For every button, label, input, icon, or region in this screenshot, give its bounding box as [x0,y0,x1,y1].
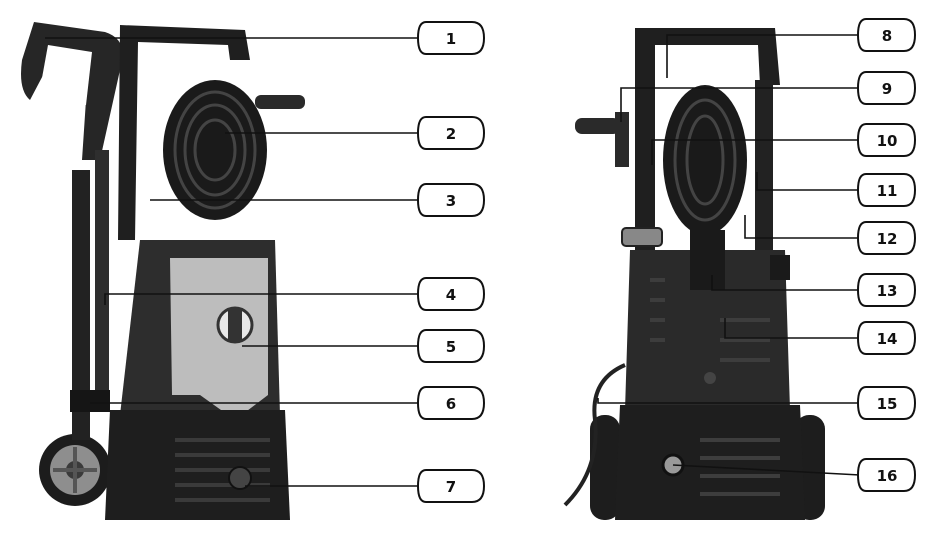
water-inlet [228,466,252,490]
callout-label: 7 [446,478,456,496]
callout-12: 12 [856,221,917,255]
callout-label: 15 [877,395,898,413]
back-base [615,405,805,520]
callout-11: 11 [856,173,917,207]
callout-label: 4 [446,286,456,304]
gun-clip [70,390,110,412]
callouts-back: 8 9 10 11 12 13 14 15 [856,18,917,492]
callout-9: 9 [856,71,917,105]
callout-8: 8 [856,18,917,52]
callout-5: 5 [416,329,486,363]
callout-label: 12 [877,230,898,248]
main-handle [118,25,250,240]
callout-label: 5 [446,338,456,356]
callout-label: 10 [877,132,898,150]
back-hose-reel [663,85,747,235]
callout-label: 3 [446,192,456,210]
front-rear-pole [72,170,90,440]
nozzle-holder [621,227,663,247]
callout-15: 15 [856,386,917,420]
callout-label: 14 [877,330,898,348]
callout-label: 6 [446,395,456,413]
callout-13: 13 [856,273,917,307]
callout-6: 6 [416,386,486,420]
back-wheel-left [590,415,620,520]
callout-label: 1 [446,30,456,48]
callout-label: 11 [877,182,898,200]
callout-2: 2 [416,116,486,150]
callout-4: 4 [416,277,486,311]
callout-label: 13 [877,282,898,300]
callout-1: 1 [416,21,486,55]
front-wheel [39,434,111,506]
callout-14: 14 [856,321,917,355]
front-panel [170,258,268,420]
front-base [105,410,290,520]
crank-handle [575,118,620,134]
callout-7: 7 [416,469,486,503]
power-cord [563,363,626,507]
callout-16: 16 [856,458,917,492]
lance [95,150,109,400]
callout-label: 9 [882,80,892,98]
callout-10: 10 [856,123,917,157]
callouts-front: 1 2 3 4 5 6 7 [416,21,486,503]
callout-label: 16 [877,467,898,485]
back-view [563,28,825,520]
callout-3: 3 [416,183,486,217]
callout-label: 8 [882,27,892,45]
hose-reel [163,80,305,220]
callout-label: 2 [446,125,456,143]
front-view [21,22,305,520]
callout-lines [45,34,861,487]
